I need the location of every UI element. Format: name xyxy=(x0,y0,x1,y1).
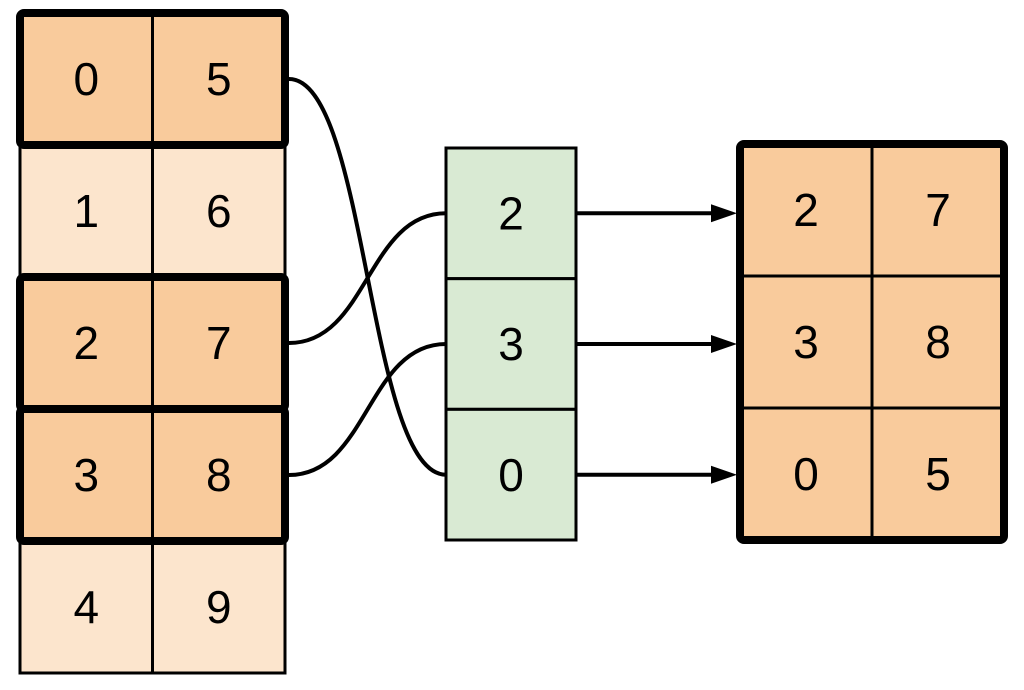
result-cell-r0c1-value: 7 xyxy=(925,184,951,236)
source-table: 0 5 1 6 2 7 3 8 4 9 xyxy=(16,9,289,675)
source-cell-r1c0-value: 1 xyxy=(73,185,99,237)
index-cell-1-bg xyxy=(444,277,578,411)
connector-row2-to-index0 xyxy=(288,211,447,345)
source-cell-r0c0-bg xyxy=(18,11,154,147)
result-cell-r1c1-value: 8 xyxy=(925,316,951,368)
arrow-head-index2 xyxy=(711,465,737,484)
source-cell-r4c1-value: 9 xyxy=(206,581,232,633)
source-cell-r3c1-value: 8 xyxy=(206,449,232,501)
index-column: 2 3 0 xyxy=(444,146,578,542)
result-cell-r2c0-bg xyxy=(738,406,874,542)
result-table-outer-border xyxy=(736,140,1008,544)
source-cell-r0c1-value: 5 xyxy=(206,53,232,105)
source-cell-r4c0-value: 4 xyxy=(73,581,99,633)
source-cell-r1c1-value: 6 xyxy=(206,185,232,237)
result-cell-r2c1-value: 5 xyxy=(925,448,951,500)
source-cell-r0c0-value: 0 xyxy=(73,53,99,105)
connector-row3-to-index1 xyxy=(288,342,447,477)
index-cell-0-value: 2 xyxy=(498,188,524,240)
source-cell-r0c1-bg xyxy=(151,11,287,147)
source-cell-r3c1-bg xyxy=(151,407,287,543)
source-cell-r2c0-value: 2 xyxy=(73,317,99,369)
index-cell-2-bg xyxy=(444,407,578,542)
result-cell-r2c1-bg xyxy=(870,406,1006,542)
source-cell-r4c1-bg xyxy=(151,539,287,675)
index-to-result-arrows xyxy=(576,204,737,484)
index-cell-2-value: 0 xyxy=(498,449,524,501)
source-cell-r2c1-bg xyxy=(151,275,287,411)
result-cell-r2c0-value: 0 xyxy=(793,448,819,500)
source-to-index-connectors xyxy=(288,77,447,477)
arrow-head-index1 xyxy=(711,335,737,353)
result-cell-r1c0-value: 3 xyxy=(793,316,819,368)
index-cell-1-value: 3 xyxy=(498,318,524,370)
source-cell-r1c1-bg xyxy=(151,143,287,279)
source-cell-r2c1-value: 7 xyxy=(206,317,232,369)
arrow-head-index0 xyxy=(711,204,737,223)
result-table: 2 7 3 8 0 5 xyxy=(736,140,1008,544)
source-cell-r4c0-bg xyxy=(18,539,154,675)
result-cell-r0c0-value: 2 xyxy=(793,184,819,236)
source-row-0-highlight-border xyxy=(16,9,289,149)
source-cell-r3c0-value: 3 xyxy=(73,449,99,501)
source-row-3-highlight-border xyxy=(16,405,289,545)
